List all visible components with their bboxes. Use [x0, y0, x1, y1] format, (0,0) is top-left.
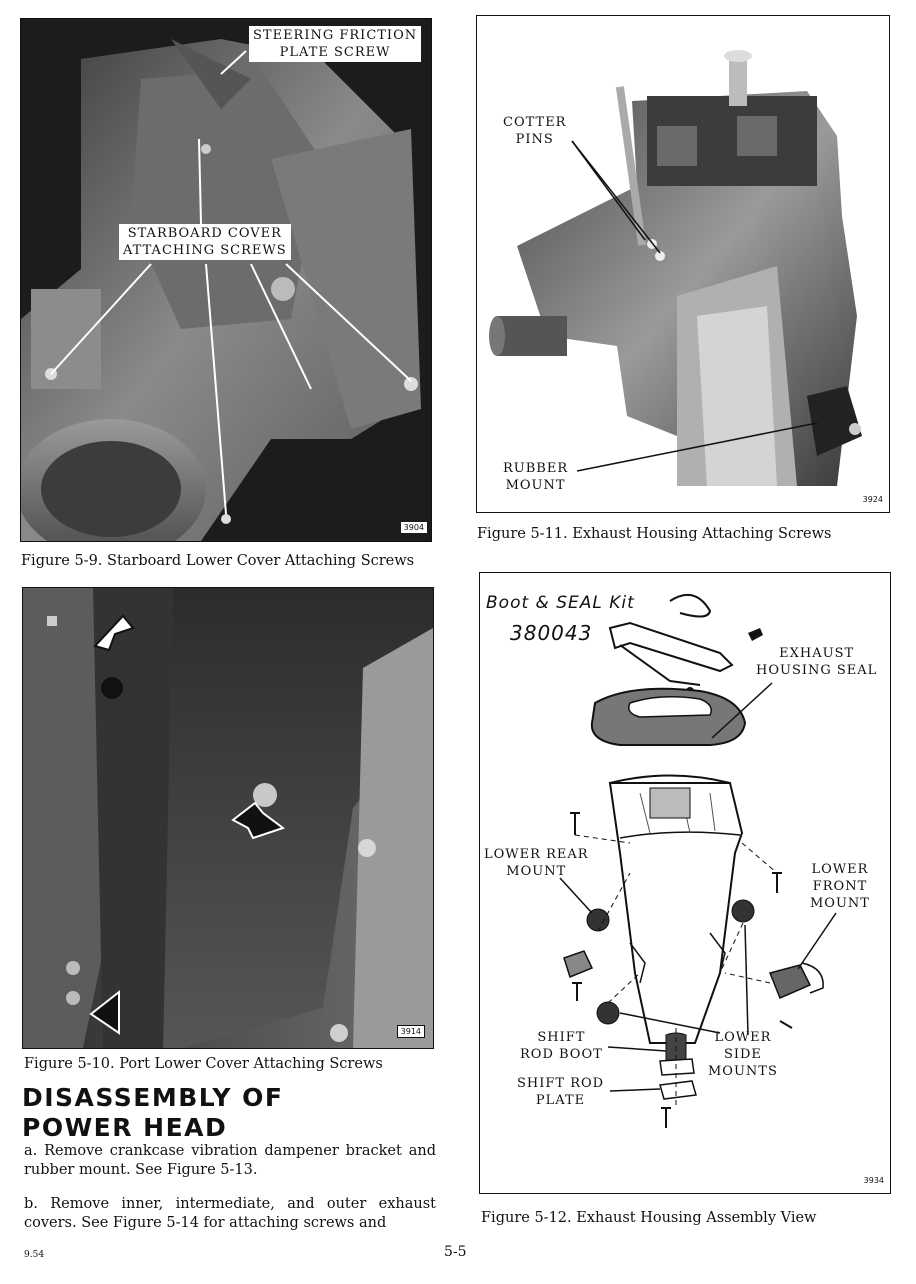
callout-line: STEERING FRICTION — [253, 28, 418, 43]
callout-lower-rear-mount: LOWER REAR MOUNT — [484, 846, 589, 880]
figure-5-9-number: 3904 — [400, 522, 427, 533]
callout-line: MOUNT — [506, 864, 567, 879]
callout-shift-rod-boot: SHIFT ROD BOOT — [520, 1029, 603, 1063]
callout-line: MOUNT — [810, 896, 870, 911]
callout-line: ROD BOOT — [520, 1047, 603, 1062]
callout-line: PLATE — [535, 1093, 586, 1108]
callout-line: RUBBER — [503, 461, 569, 476]
callout-line: LOWER — [811, 862, 869, 877]
callout-starboard-cover: STARBOARD COVER ATTACHING SCREWS — [119, 224, 291, 260]
callout-line: STARBOARD COVER — [127, 226, 282, 241]
handwritten-note-number: 380043 — [510, 621, 593, 645]
footer-date: 9.54 — [24, 1250, 45, 1260]
figure-5-12-illustration — [559, 593, 837, 1128]
handwritten-note-kit: Boot & SEAL Kit — [486, 593, 635, 613]
figure-5-10-photo: 3914 — [22, 587, 434, 1049]
callout-cotter-pins: COTTER PINS — [503, 114, 566, 148]
figure-5-11-caption: Figure 5-11. Exhaust Housing Attaching S… — [477, 526, 832, 542]
figure-5-12-number: 3934 — [863, 1176, 884, 1185]
callout-exhaust-housing-seal: EXHAUST HOUSING SEAL — [756, 645, 877, 679]
callout-lower-front-mount: LOWER FRONT MOUNT — [810, 861, 870, 912]
callout-lower-side-mounts: LOWER SIDE MOUNTS — [708, 1029, 778, 1080]
callout-rubber-mount: RUBBER MOUNT — [503, 460, 568, 494]
callout-line: SHIFT — [537, 1030, 586, 1045]
heading-line: DISASSEMBLY OF — [22, 1083, 284, 1112]
figure-5-10-caption: Figure 5-10. Port Lower Cover Attaching … — [24, 1056, 383, 1072]
callout-line: SHIFT ROD — [517, 1076, 605, 1091]
callout-line: LOWER REAR — [484, 847, 589, 862]
callout-line: MOUNT — [505, 478, 566, 493]
figure-5-10-number: 3914 — [396, 1025, 425, 1038]
callout-line: PLATE SCREW — [279, 45, 391, 60]
figure-5-9-caption: Figure 5-9. Starboard Lower Cover Attach… — [21, 553, 415, 569]
callout-line: COTTER — [503, 115, 567, 130]
paragraph-b: b. Remove inner, intermediate, and outer… — [24, 1196, 436, 1231]
heading-line: POWER HEAD — [22, 1113, 228, 1142]
figure-5-10-illustration — [23, 588, 433, 1048]
figure-5-12-frame: Boot & SEAL Kit 380043 EXHAUST HOUSING S… — [479, 572, 891, 1194]
figure-5-12-caption: Figure 5-12. Exhaust Housing Assembly Vi… — [481, 1210, 817, 1226]
section-heading: DISASSEMBLY OF POWER HEAD — [22, 1083, 283, 1143]
paragraph-a: a. Remove crankcase vibration dampener b… — [24, 1143, 436, 1178]
figure-5-9-photo: STEERING FRICTION PLATE SCREW STARBOARD … — [20, 18, 432, 542]
callout-steering-friction: STEERING FRICTION PLATE SCREW — [249, 26, 422, 62]
figure-5-11-frame: COTTER PINS RUBBER MOUNT 3924 — [476, 15, 890, 513]
callout-shift-rod-plate: SHIFT ROD PLATE — [517, 1075, 604, 1109]
callout-line: SIDE — [723, 1047, 762, 1062]
callout-line: LOWER — [714, 1030, 772, 1045]
page-number: 5-5 — [444, 1244, 467, 1260]
callout-line: FRONT — [812, 879, 868, 894]
callout-line: EXHAUST — [779, 646, 855, 661]
callout-line: PINS — [515, 132, 554, 147]
callout-line: MOUNTS — [708, 1064, 778, 1079]
figure-5-11-illustration — [477, 16, 889, 512]
callout-line: ATTACHING SCREWS — [123, 243, 287, 258]
callout-line: HOUSING SEAL — [756, 663, 878, 678]
figure-5-11-number: 3924 — [862, 495, 883, 504]
figure-5-9-illustration — [21, 19, 431, 541]
